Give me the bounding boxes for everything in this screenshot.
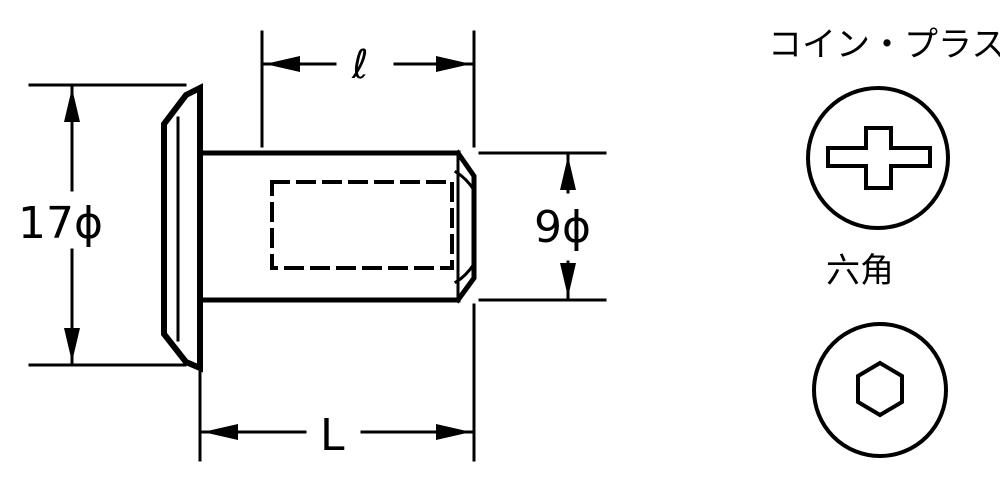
total-length-label: L [320, 410, 345, 461]
arrow-up-9-bottom [560, 263, 576, 297]
arrow-left-l [265, 56, 300, 72]
arrow-down-9-top [560, 156, 576, 190]
internal-thread-hidden [270, 180, 454, 270]
arrow-down-17-bottom [64, 328, 80, 362]
flange-head [161, 83, 203, 373]
shank-body [197, 149, 477, 304]
shank-diameter-label: 9ϕ [534, 202, 591, 253]
hex-socket-drive-icon [812, 322, 948, 458]
coin-plus-drive-icon [806, 86, 950, 230]
thread-length-label: ℓ [351, 42, 369, 88]
arrow-right-L [436, 424, 471, 440]
hex-socket-drive-label: 六角 [826, 251, 894, 291]
arrow-right-l [436, 56, 471, 72]
arrow-up-17-top [64, 88, 80, 122]
head-diameter-label: 17ϕ [18, 198, 103, 249]
coin-plus-drive-label: コイン・プラス [768, 25, 1000, 65]
arrow-left-L [203, 424, 238, 440]
